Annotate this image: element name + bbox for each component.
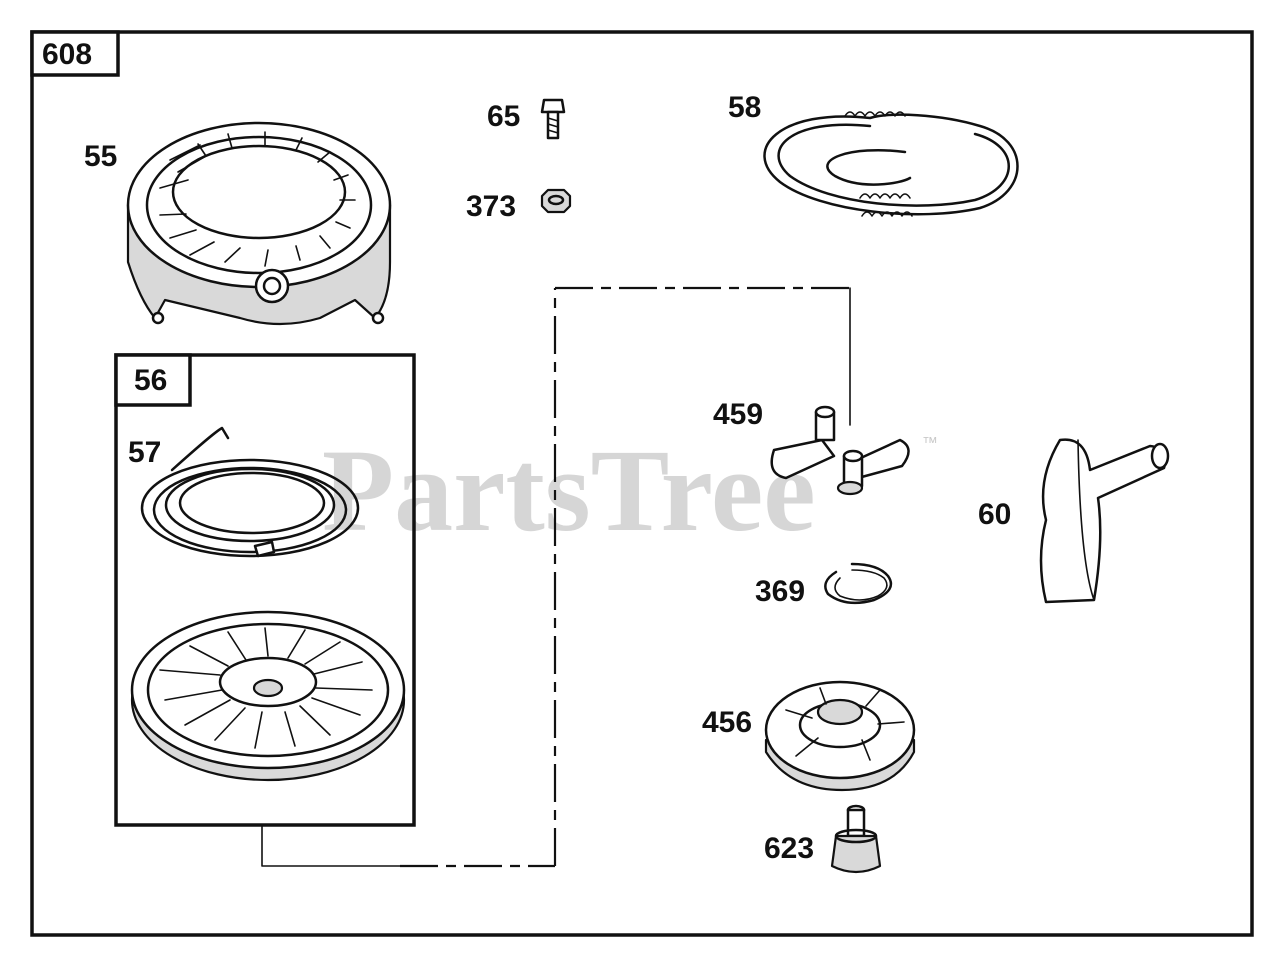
watermark: PartsTree ™: [322, 425, 938, 556]
part-label-65: 65: [487, 100, 520, 133]
assembly-number: 608: [42, 38, 92, 71]
part-label-57: 57: [128, 436, 161, 469]
watermark-text: PartsTree: [322, 425, 816, 556]
part-label-456: 456: [702, 706, 752, 739]
starter-rope-part-58: [763, 111, 1019, 217]
leader-lines: [261, 286, 851, 868]
assembly-number-box: [30, 30, 120, 77]
part-label-55: 55: [84, 140, 117, 173]
part-label-58: 58: [728, 91, 761, 124]
part-label-459: 459: [713, 398, 763, 431]
ratchet-part-456: [764, 680, 916, 792]
bolt-part-65: [540, 98, 566, 140]
outer-frame: [30, 30, 1254, 937]
blower-housing-part-55: [126, 121, 392, 326]
nut-part-373: [540, 188, 572, 214]
starter-pulley: [130, 610, 406, 782]
part-label-369: 369: [755, 575, 805, 608]
sub-assembly-number-box: [114, 353, 192, 407]
part-label-60: 60: [978, 498, 1011, 531]
ratchet-dogs-part-459: [770, 405, 910, 496]
sub-assembly-frame: [114, 353, 416, 827]
sub-assembly-number: 56: [134, 364, 167, 397]
recoil-spring-part-57: [140, 426, 360, 558]
part-label-373: 373: [466, 190, 516, 223]
starter-handle-part-60: [1039, 438, 1170, 604]
part-label-623: 623: [764, 832, 814, 865]
retaining-ring-part-369: [824, 562, 893, 605]
screw-part-623: [830, 804, 882, 874]
trademark-symbol: ™: [922, 435, 938, 452]
